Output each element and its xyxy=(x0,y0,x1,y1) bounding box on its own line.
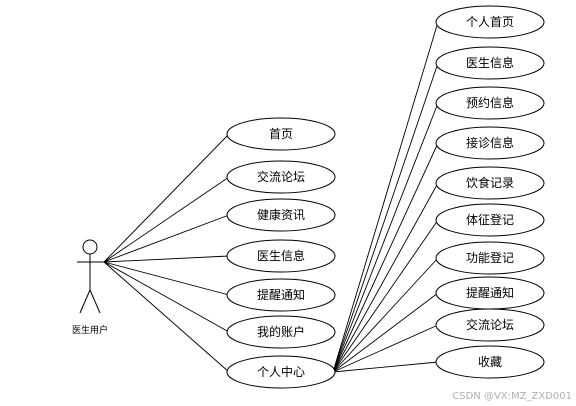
actor-label: 医生用户 xyxy=(72,324,108,336)
personal-center-link-9 xyxy=(332,361,439,373)
use-case-pc-4: 饮食记录 xyxy=(435,166,545,200)
use-case-pc-2-shape xyxy=(435,86,545,120)
actor-link-0 xyxy=(103,133,230,263)
personal-center-link-7 xyxy=(332,292,439,373)
use-case-pc-5: 体征登记 xyxy=(435,203,545,237)
use-case-pc-5-label: 体征登记 xyxy=(466,212,514,227)
use-case-pc-8: 交流论坛 xyxy=(435,308,545,342)
use-case-pc-1: 医生信息 xyxy=(435,46,545,80)
use-case-pc-6-label: 功能登记 xyxy=(466,250,514,265)
actor-right-leg xyxy=(89,289,101,314)
use-case-pc-1-shape xyxy=(435,46,545,80)
use-case-main-3-label: 医生信息 xyxy=(257,248,305,263)
use-case-main-0-label: 首页 xyxy=(269,127,293,141)
use-case-main-0-shape xyxy=(226,117,336,151)
use-case-pc-3: 接诊信息 xyxy=(435,126,545,160)
use-case-pc-7-label: 提醒通知 xyxy=(466,285,514,300)
personal-center-link-2 xyxy=(332,102,439,373)
use-case-main-5: 我的账户 xyxy=(226,315,336,349)
use-case-pc-0: 个人首页 xyxy=(435,5,545,39)
use-case-pc-0-label: 个人首页 xyxy=(466,15,514,29)
personal-center-link-5 xyxy=(332,219,439,373)
use-case-main-1: 交流论坛 xyxy=(226,160,336,194)
use-case-main-2-label: 健康资讯 xyxy=(257,207,305,222)
actor-left-leg xyxy=(79,289,91,314)
personal-center-link-1 xyxy=(332,62,439,373)
use-case-main-6: 个人中心 xyxy=(226,355,336,389)
use-case-main-0: 首页 xyxy=(226,117,336,151)
use-case-pc-3-shape xyxy=(435,126,545,160)
personal-center-link-0 xyxy=(332,21,439,373)
use-case-main-2-shape xyxy=(226,198,336,232)
association-lines xyxy=(103,21,439,373)
use-case-pc-9: 收藏 xyxy=(435,345,545,379)
use-case-pc-4-label: 饮食记录 xyxy=(466,175,514,190)
actor-head xyxy=(82,239,98,255)
actor-link-1 xyxy=(103,176,230,263)
use-case-pc-2: 预约信息 xyxy=(435,86,545,120)
use-case-pc-9-shape xyxy=(435,345,545,379)
use-case-main-1-shape xyxy=(226,160,336,194)
actor-link-5 xyxy=(103,261,230,333)
use-case-pc-9-label: 收藏 xyxy=(478,355,502,369)
use-case-pc-1-label: 医生信息 xyxy=(466,55,514,70)
actor-link-2 xyxy=(103,214,230,263)
use-case-pc-8-label: 交流论坛 xyxy=(466,317,514,332)
use-case-main-2: 健康资讯 xyxy=(226,198,336,232)
use-case-main-5-shape xyxy=(226,315,336,349)
personal-center-link-3 xyxy=(332,142,439,373)
use-case-main-3-shape xyxy=(226,239,336,273)
use-case-pc-4-shape xyxy=(435,166,545,200)
use-case-main-6-shape xyxy=(226,355,336,389)
use-case-main-5-label: 我的账户 xyxy=(257,324,305,339)
use-case-pc-8-shape xyxy=(435,308,545,342)
actor-link-6 xyxy=(103,261,230,373)
actor-link-4 xyxy=(103,261,230,296)
use-case-main-4-label: 提醒通知 xyxy=(257,287,305,302)
use-case-pc-0-shape xyxy=(435,5,545,39)
use-case-pc-5-shape xyxy=(435,203,545,237)
use-case-pc-6: 功能登记 xyxy=(435,241,545,275)
personal-center-link-4 xyxy=(332,182,439,373)
actor-figure: 医生用户 xyxy=(72,239,108,336)
use-case-main-4: 提醒通知 xyxy=(226,278,336,312)
personal-center-link-6 xyxy=(332,257,439,373)
use-case-pc-3-label: 接诊信息 xyxy=(466,135,514,150)
use-case-pc-2-label: 预约信息 xyxy=(466,95,514,110)
use-case-main-3: 医生信息 xyxy=(226,239,336,273)
personal-center-link-8 xyxy=(332,324,439,373)
actor-link-3 xyxy=(103,255,230,263)
use-case-main-6-label: 个人中心 xyxy=(257,364,305,379)
use-case-main-4-shape xyxy=(226,278,336,312)
use-case-main-1-label: 交流论坛 xyxy=(257,169,305,184)
use-case-pc-7: 提醒通知 xyxy=(435,276,545,310)
use-case-pc-6-shape xyxy=(435,241,545,275)
watermark: CSDN @VX:MZ_ZXD001 xyxy=(452,391,572,402)
